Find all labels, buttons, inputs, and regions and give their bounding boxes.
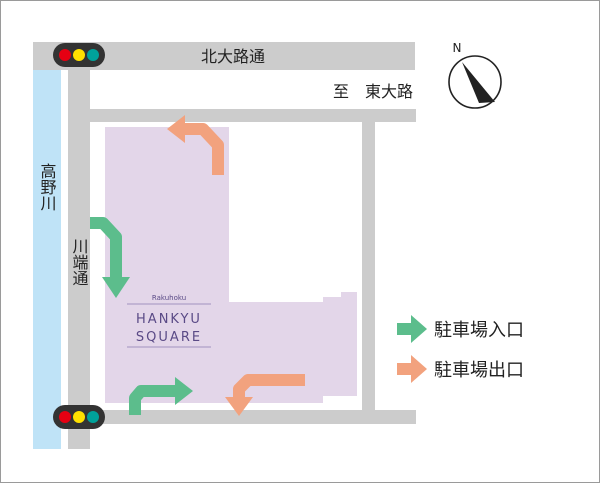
hankyu-square-sign: Rakuhoku HANKYU SQUARE	[127, 294, 211, 348]
compass-north-label: N	[453, 41, 462, 55]
legend-item-exit: 駐車場出口	[397, 355, 524, 383]
road-south-side	[90, 410, 416, 424]
road-label-kitaoji: 北大路通	[201, 47, 265, 66]
brand-line2: SQUARE	[136, 330, 202, 345]
legend-entrance-label: 駐車場入口	[434, 320, 524, 341]
road-north-side	[90, 109, 416, 122]
parking-entrance-route-south	[129, 377, 193, 415]
river-label: 高野川	[38, 163, 57, 211]
parking-entrance-route-west	[90, 217, 130, 298]
legend-exit-label: 駐車場出口	[434, 360, 524, 381]
road-label-to-higashioji: 至 東大路	[333, 82, 413, 101]
parking-exit-route-north	[167, 115, 224, 175]
river	[33, 69, 61, 449]
legend-item-entrance: 駐車場入口	[397, 315, 524, 343]
brand-line1: HANKYU	[136, 312, 202, 327]
brand-small-text: Rakuhoku	[152, 294, 186, 302]
road-kawabata	[68, 69, 90, 449]
compass-needle-icon	[462, 62, 495, 103]
entrance-arrow-icon	[397, 315, 427, 343]
road-label-kawabata: 川端通	[70, 238, 89, 286]
building-footprint	[105, 127, 357, 403]
road-east-side	[362, 122, 375, 414]
traffic-light-south	[53, 405, 105, 429]
parking-exit-route-south	[225, 374, 305, 416]
exit-arrow-icon	[397, 355, 427, 383]
compass: N	[448, 41, 502, 109]
legend: 駐車場入口 駐車場出口	[397, 315, 524, 383]
traffic-light-north	[53, 43, 105, 67]
